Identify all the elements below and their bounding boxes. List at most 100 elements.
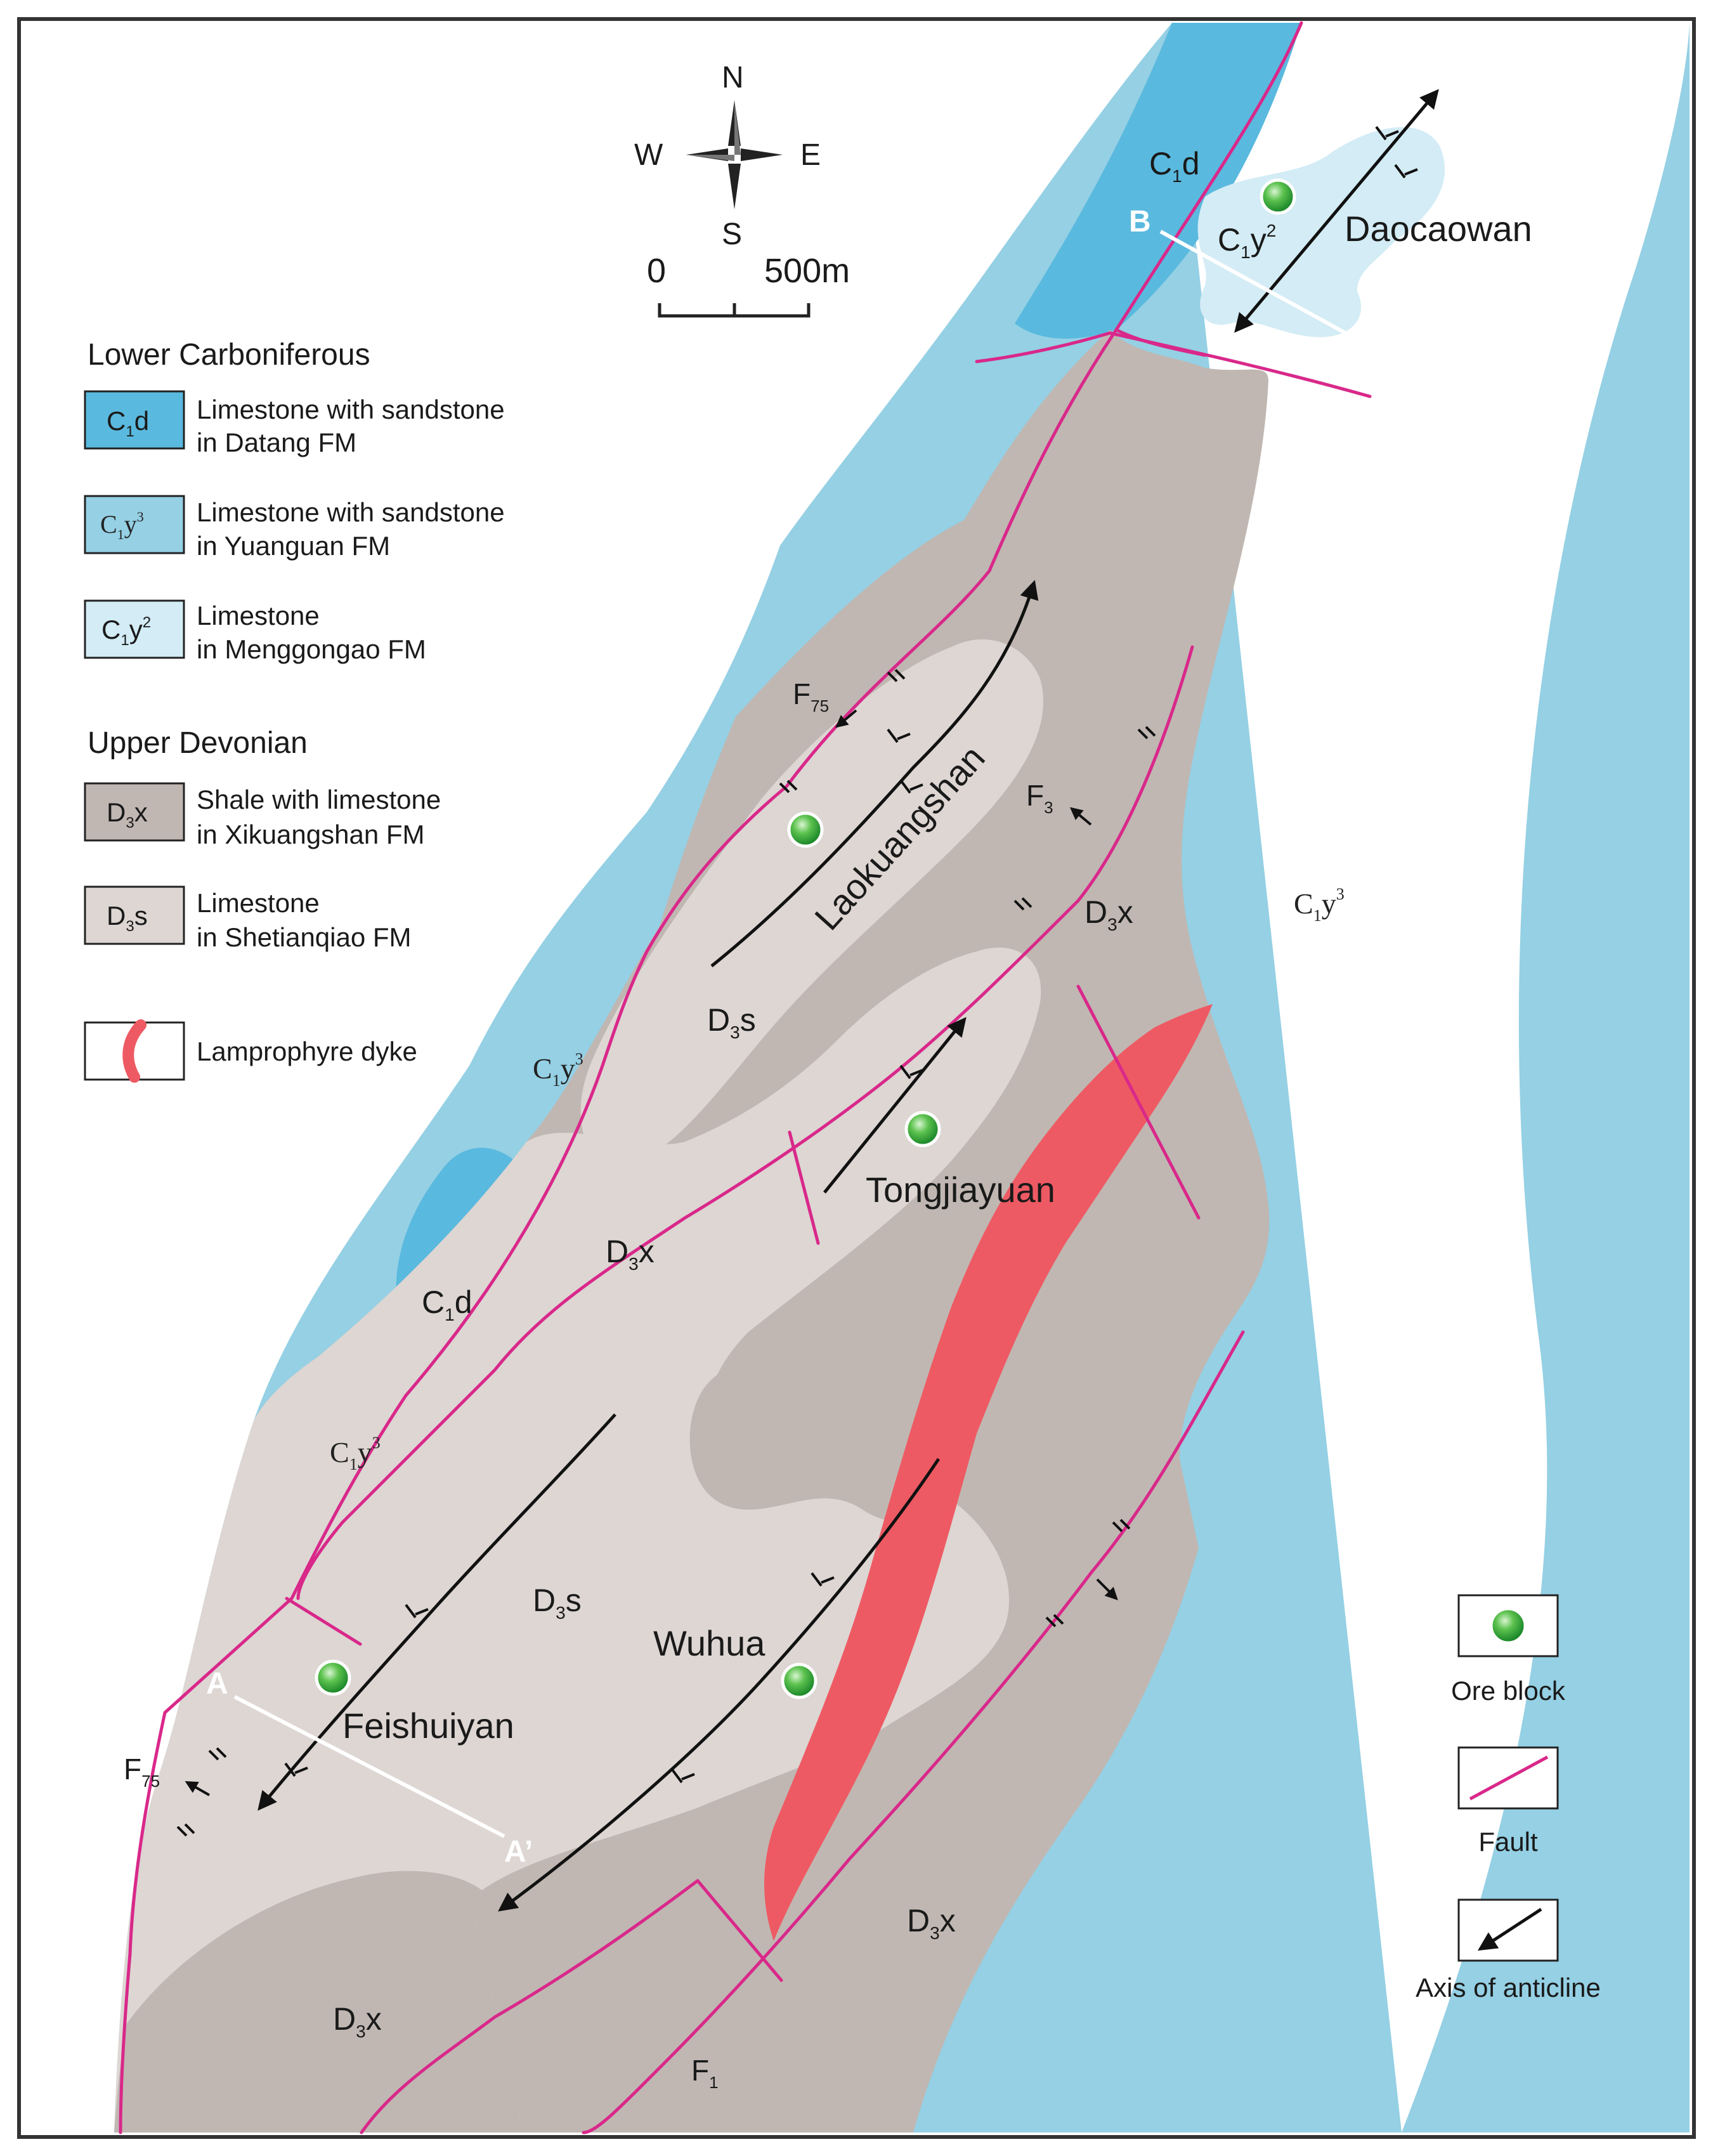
fault-f1-cross xyxy=(696,1879,783,1982)
fault-tongjiayuan-cross xyxy=(788,1130,820,1245)
compass-e: E xyxy=(800,138,821,172)
label-section-b: B xyxy=(1129,205,1151,238)
legend-swatch-fault xyxy=(1457,1746,1559,1810)
unit-c1d-top xyxy=(1015,23,1301,339)
label-section-a-prime: A’ xyxy=(504,1835,533,1869)
scale-start: 0 xyxy=(647,252,666,290)
ore-block-daocaowan xyxy=(1260,178,1296,215)
legend-text-d3x-1: Shale with limestone xyxy=(197,785,441,814)
compass-s: S xyxy=(722,218,742,251)
anticline-axes xyxy=(257,89,1439,1912)
legend-text-d3s-1: Limestone xyxy=(197,888,320,918)
axis-feishuiyan xyxy=(257,1413,616,1811)
legend-symbol-d3x: D3x xyxy=(107,797,148,832)
legend-text-d3x-2: in Xikuangshan FM xyxy=(197,820,425,849)
legend-text-dyke: Lamprophyre dyke xyxy=(197,1036,417,1066)
fault-western-boundary xyxy=(119,21,1303,2134)
label-tongjiayuan: Tongjiayuan xyxy=(866,1170,1055,1210)
f3-arrow xyxy=(1069,807,1092,826)
fault-southern-cross xyxy=(360,1879,700,2134)
label-d3s-b: D3s xyxy=(533,1583,582,1623)
label-d3x-c: D3x xyxy=(907,1903,956,1943)
label-c1y3-low: C1y3 xyxy=(330,1434,381,1473)
axis-tongjiayuan xyxy=(823,1017,967,1194)
legend-swatch-d3x xyxy=(84,782,185,842)
label-c1d-left: C1d xyxy=(422,1284,472,1324)
section-b xyxy=(1159,230,1422,376)
lamprophyre-dyke xyxy=(764,1004,1213,1941)
label-c1d-top: C1d xyxy=(1149,146,1200,186)
f75-upper-arrow xyxy=(835,709,857,728)
scale-bar: 0 500m xyxy=(647,252,850,318)
fault-daocaowan-link xyxy=(1114,328,1207,357)
unit-labels: C1d C1y2 C1y3 C1y3 C1y3 C1d D3x D3s D3x … xyxy=(330,146,1345,2041)
label-c1y2-top: C1y2 xyxy=(1218,221,1276,262)
legend-text-c1y3-1: Limestone with sandstone xyxy=(197,497,505,527)
fault-east-cross xyxy=(1076,984,1201,1220)
fault-feishuiyan-cross xyxy=(285,1597,362,1646)
ore-blocks xyxy=(315,178,1296,1699)
label-section-a: A xyxy=(206,1667,228,1701)
legend-text-c1d-2: in Datang FM xyxy=(197,428,356,457)
label-d3x-a: D3x xyxy=(1084,894,1133,934)
label-feishuiyan: Feishuiyan xyxy=(342,1706,514,1746)
north-arrow: N S E W xyxy=(634,61,821,251)
legend-swatch-c1y3 xyxy=(84,495,185,554)
unit-d3x-southwest xyxy=(114,1871,520,2133)
fault-arrows xyxy=(185,709,1118,1796)
label-f1: F1 xyxy=(691,2054,719,2092)
legend-text-axis: Axis of anticline xyxy=(1416,1973,1601,2002)
f1-east-arrow xyxy=(1096,1578,1118,1600)
label-f3: F3 xyxy=(1026,779,1053,817)
legend-text-c1y2-1: Limestone xyxy=(197,601,320,630)
label-f75-lower: F75 xyxy=(124,1753,160,1791)
section-a xyxy=(233,1695,505,1838)
compass-n: N xyxy=(722,61,744,95)
legend-ore-icon xyxy=(1490,1608,1526,1643)
legend-swatch-c1d xyxy=(84,390,185,450)
legend-text-c1d-1: Limestone with sandstone xyxy=(197,395,505,424)
legend-text-fault: Fault xyxy=(1478,1827,1538,1857)
label-f75-upper: F75 xyxy=(793,677,829,715)
ore-block-wuhua xyxy=(781,1663,817,1699)
legend-symbol-c1y3: C1y3 xyxy=(100,509,144,542)
section-lines xyxy=(233,230,1422,1838)
f75-lower-arrow xyxy=(185,1781,210,1796)
legend-swatch-d3s xyxy=(84,885,185,945)
legend-text-c1y3-2: in Yuanguan FM xyxy=(197,531,390,561)
label-daocaowan: Daocaowan xyxy=(1345,209,1532,249)
section-labels: B B’ A A’ xyxy=(206,205,1467,1869)
legend-text-ore: Ore block xyxy=(1451,1676,1566,1706)
legend-symbol-c1d: C1d xyxy=(107,406,149,440)
faults xyxy=(119,21,1372,2134)
legend-text-d3s-2: in Shetianqiao FM xyxy=(197,922,412,952)
label-c1y3-mid: C1y3 xyxy=(533,1050,583,1090)
label-d3s-a: D3s xyxy=(707,1002,756,1042)
unit-d3s-laokuangshan xyxy=(580,639,1043,1167)
legend-swatch-c1y2 xyxy=(84,599,185,659)
dip-ticks xyxy=(176,126,1418,1837)
label-section-b-prime: B’ xyxy=(1436,357,1467,391)
legend-symbol-c1y2: C1y2 xyxy=(101,614,151,649)
fault-f3 xyxy=(296,645,1194,1600)
legend-heading-lower-carboniferous: Lower Carboniferous xyxy=(88,338,370,372)
geologic-units xyxy=(114,23,1690,2133)
fault-f1-lower xyxy=(582,1330,1245,2134)
legend-symbol-d3s: D3s xyxy=(107,901,148,935)
fault-labels: F75 F3 F1 F75 xyxy=(124,677,1053,2092)
label-d3x-b: D3x xyxy=(606,1234,655,1274)
legend-symbols: Ore block Fault Axis of anticline xyxy=(1416,1594,1601,2002)
ore-block-tongjiayuan xyxy=(904,1111,941,1147)
ore-block-feishuiyan xyxy=(315,1659,351,1696)
label-d3x-d: D3x xyxy=(333,2001,382,2041)
legend-axis-icon xyxy=(1477,1907,1542,1951)
scale-end: 500m xyxy=(764,252,850,290)
axis-laokuangshan xyxy=(710,580,1039,967)
axis-wuhua xyxy=(498,1458,941,1912)
legend-units: Lower Carboniferous C1d Limestone with s… xyxy=(84,338,505,1083)
legend-fault-icon xyxy=(1469,1755,1549,1801)
ore-block-laokuangshan xyxy=(787,811,824,848)
compass-w: W xyxy=(634,138,663,172)
legend-text-c1y2-2: in Menggongao FM xyxy=(197,634,426,664)
